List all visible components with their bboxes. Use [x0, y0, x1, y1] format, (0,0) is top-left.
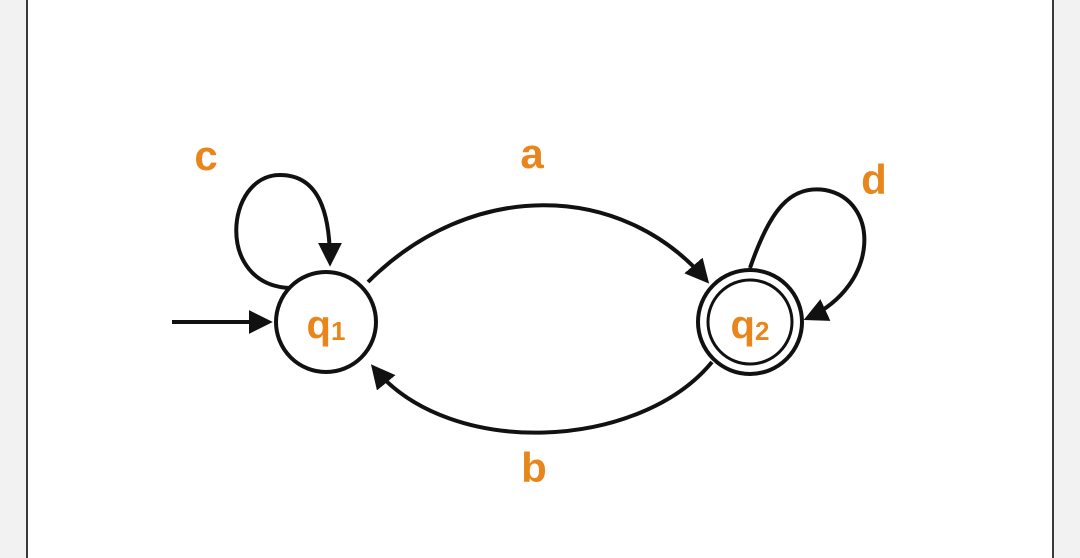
label-c: c: [194, 132, 217, 179]
transition-q2-q1-b: [370, 360, 714, 435]
diagram-canvas: [26, 0, 1054, 558]
state-q2-label-main: q: [731, 303, 755, 347]
transition-q1-q2-a: [366, 203, 710, 284]
automaton-diagram: q1 q2 c a b d: [172, 130, 887, 491]
transition-q2-q2-d: [748, 187, 867, 321]
label-a: a: [520, 130, 544, 177]
label-d: d: [861, 156, 887, 203]
transition-q1-q1-c: [234, 172, 342, 290]
state-q1-label: q1: [307, 303, 346, 347]
state-q2-label: q2: [731, 303, 770, 347]
accepting-ring: [706, 278, 794, 366]
state-q1-label-sub: 1: [331, 316, 345, 346]
state-q1-label-main: q: [307, 303, 331, 347]
state-q2-label-sub: 2: [755, 316, 769, 346]
label-b: b: [521, 444, 547, 491]
state-q2: q2: [696, 268, 804, 376]
state-q1: q1: [274, 270, 378, 374]
